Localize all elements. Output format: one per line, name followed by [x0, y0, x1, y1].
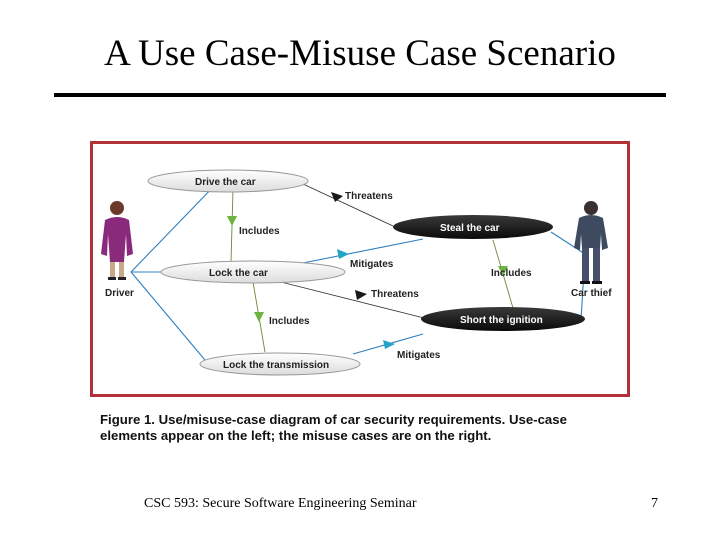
car-thief-figure: Car thief: [571, 201, 612, 299]
includes-arrowhead-3: [498, 266, 508, 276]
threatens-label-1: Threatens: [345, 191, 393, 202]
figure-caption: Figure 1. Use/misuse-case diagram of car…: [100, 412, 620, 444]
use-case-lock-car: Lock the car: [160, 260, 346, 284]
misuse-case-short-ignition: Short the ignition: [421, 307, 585, 331]
svg-text:Steal the car: Steal the car: [440, 223, 500, 234]
threatens-line-1: [302, 183, 394, 227]
mitigates-label-1: Mitigates: [350, 259, 394, 270]
driver-lock-transmission-association: [130, 271, 206, 361]
mitigates-arrowhead-2: [383, 340, 395, 349]
threaten-lines: [272, 183, 429, 320]
includes-arrowhead-2: [254, 312, 264, 322]
driver-figure: Driver: [101, 201, 134, 299]
misuse-case-steal-car: Steal the car: [393, 215, 553, 239]
includes-label-3: Includes: [491, 268, 532, 279]
slide-title: A Use Case-Misuse Case Scenario: [104, 33, 616, 74]
diagram-figure: Drive the car Lock the car Lock the tran…: [90, 141, 630, 397]
figure-caption-text: Use/misuse-case diagram of car security …: [100, 412, 567, 443]
use-case-lock-transmission: Lock the transmission: [199, 352, 361, 376]
use-misuse-diagram: Drive the car Lock the car Lock the tran…: [101, 169, 612, 376]
includes-label-1: Includes: [239, 226, 280, 237]
car-thief-label: Car thief: [571, 288, 612, 299]
svg-text:Short the ignition: Short the ignition: [460, 315, 543, 326]
mitigates-label-2: Mitigates: [397, 350, 441, 361]
slide-footer: CSC 593: Secure Software Engineering Sem…: [144, 496, 417, 511]
svg-text:Lock the car: Lock the car: [209, 268, 268, 279]
includes-label-2: Includes: [269, 316, 310, 327]
figure-caption-lead: Figure 1.: [100, 412, 155, 427]
title-divider: [54, 93, 666, 97]
threatens-arrowhead-1: [331, 192, 343, 202]
use-case-drive-car: Drive the car: [147, 169, 309, 193]
driver-label: Driver: [105, 288, 134, 299]
threatens-label-2: Threatens: [371, 289, 419, 300]
mitigates-line-1: [287, 238, 424, 267]
includes-arrowhead-1: [227, 216, 237, 226]
page-number: 7: [651, 496, 658, 511]
thief-steal-association: [550, 231, 586, 255]
threatens-line-2: [272, 279, 429, 320]
svg-text:Lock the transmission: Lock the transmission: [223, 360, 329, 371]
mitigates-arrowhead-1: [337, 249, 349, 259]
svg-text:Drive the car: Drive the car: [195, 177, 256, 188]
threatens-arrowhead-2: [355, 290, 367, 300]
association-lines: [130, 181, 586, 361]
driver-drive-association: [130, 181, 219, 273]
